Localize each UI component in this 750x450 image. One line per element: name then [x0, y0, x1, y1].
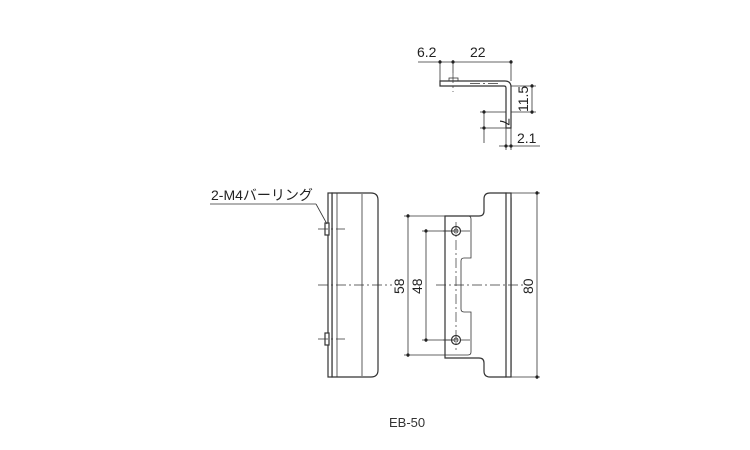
dim-6-2: 6.2: [417, 44, 437, 60]
burring-callout: 2-M4バーリング: [211, 187, 313, 203]
top-view: 6.2 22 11.5 7 2.1: [417, 44, 540, 150]
side-view: 2-M4バーリング: [210, 187, 392, 378]
dim-11-5: 11.5: [515, 86, 531, 112]
front-view: 58 48 80: [391, 191, 540, 379]
dim-22: 22: [470, 44, 486, 60]
model-caption: EB-50: [389, 415, 425, 430]
dim-2-1: 2.1: [517, 130, 537, 146]
dim-58: 58: [391, 278, 407, 294]
dim-7: 7: [497, 118, 513, 126]
dim-48: 48: [409, 278, 425, 294]
dim-80: 80: [520, 278, 536, 294]
flange-hole: [448, 77, 459, 82]
